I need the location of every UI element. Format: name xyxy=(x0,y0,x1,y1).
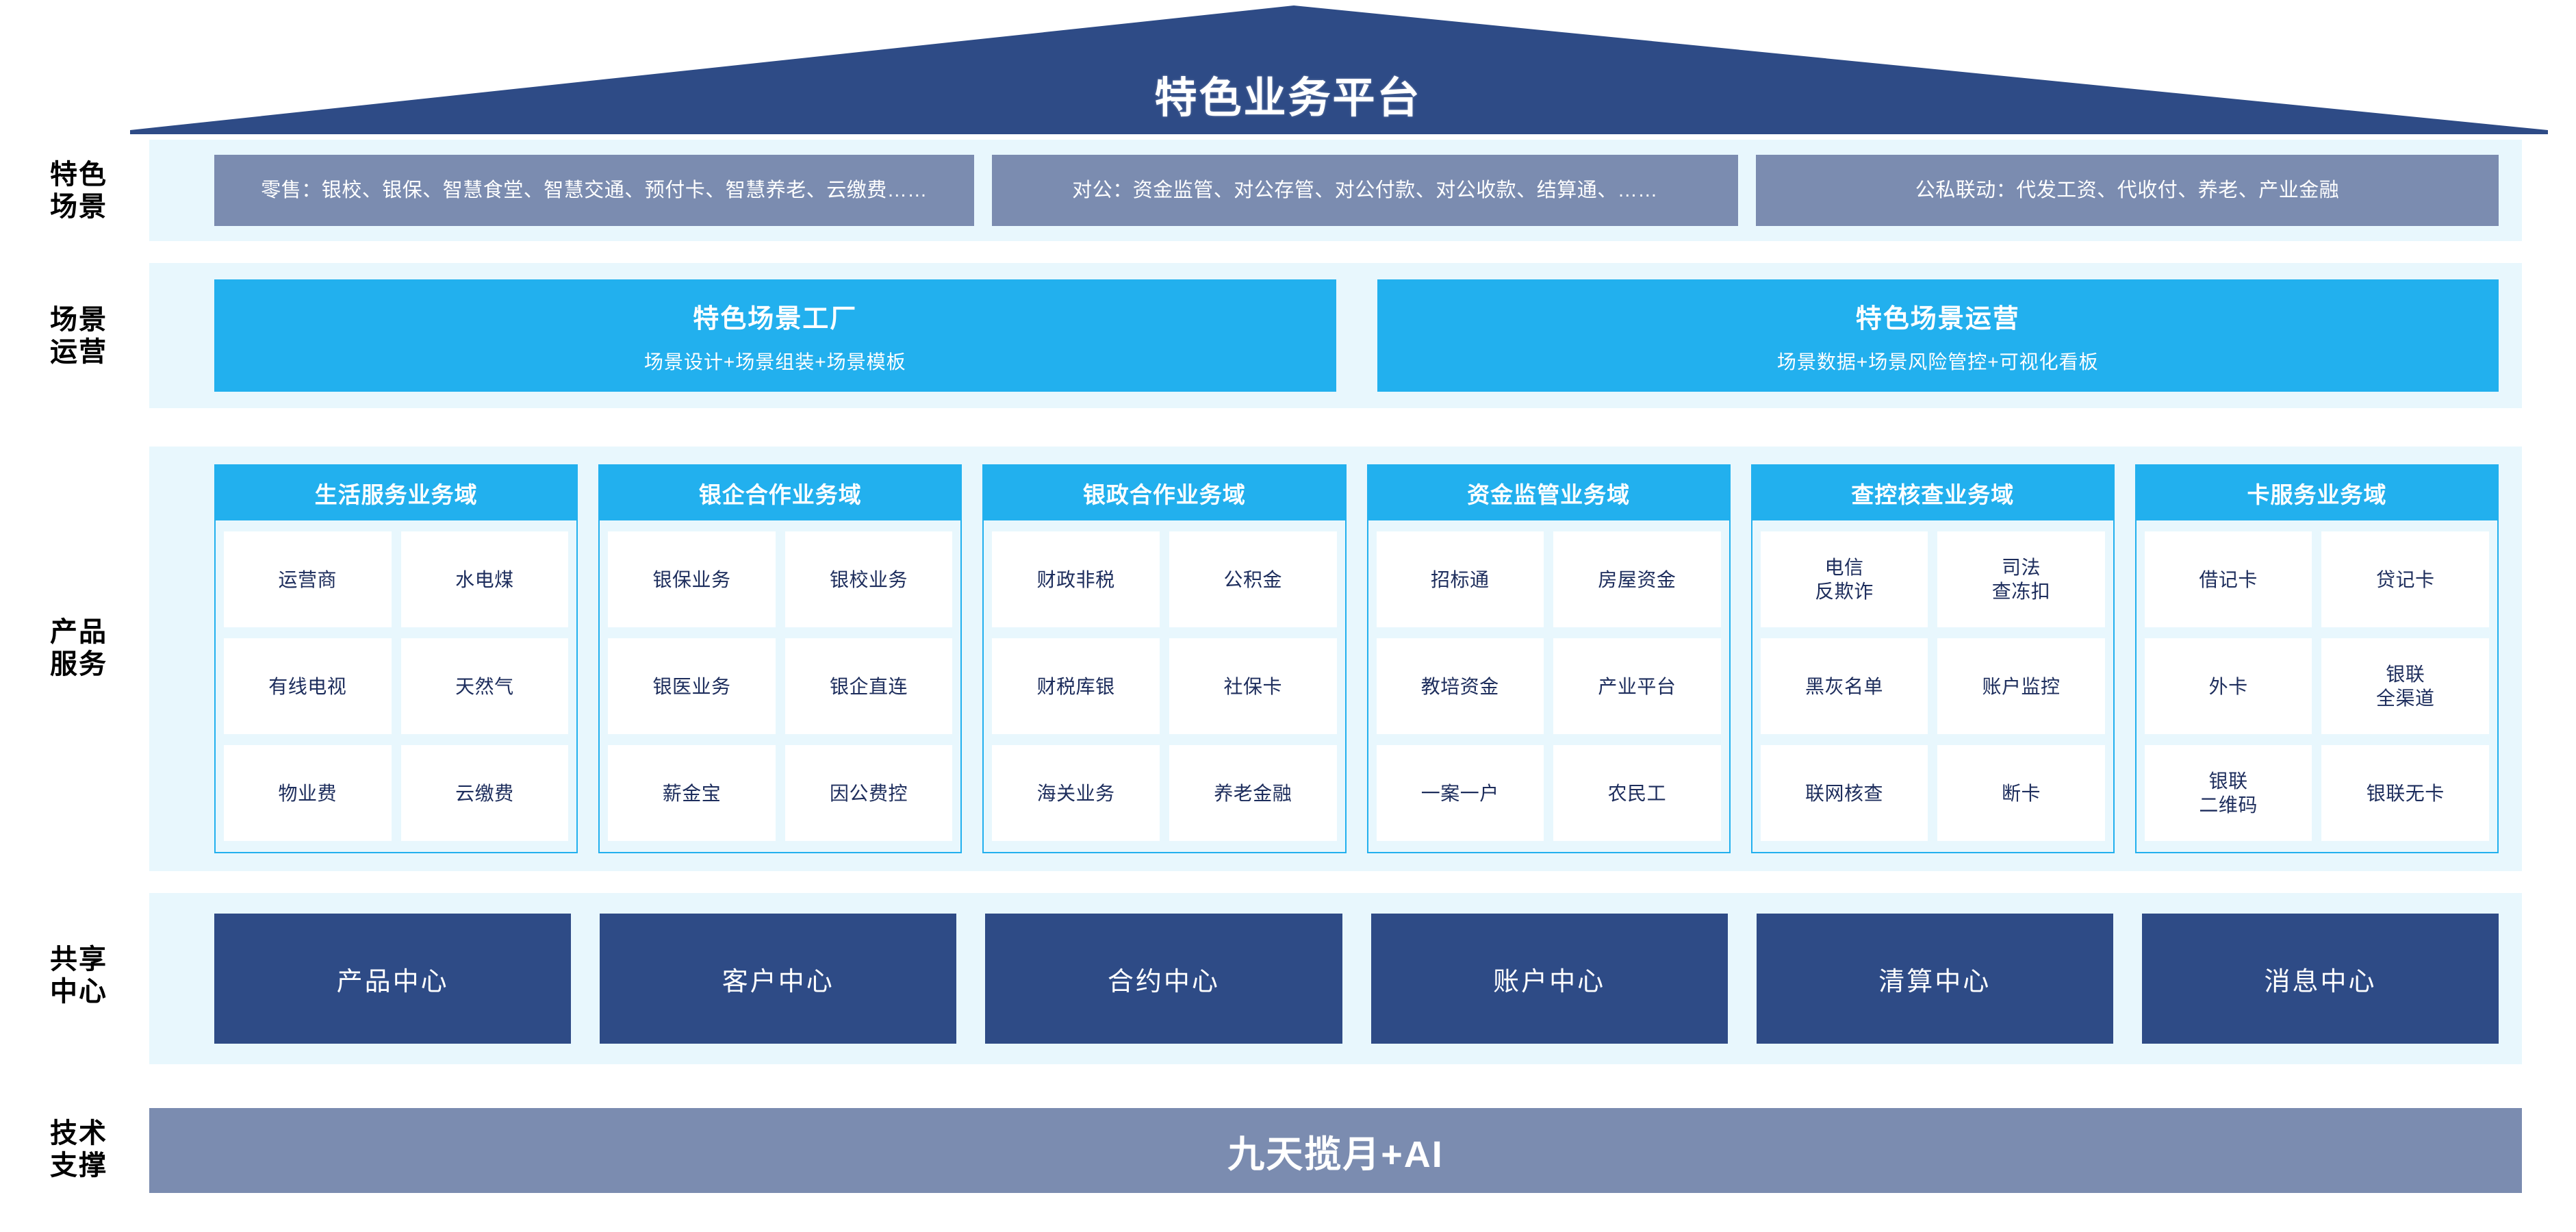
shared-center-contract[interactable]: 合约中心 xyxy=(985,914,1342,1044)
shared-center-account[interactable]: 账户中心 xyxy=(1370,914,1728,1044)
product-tile[interactable]: 财税库银 xyxy=(992,638,1160,734)
product-tile[interactable]: 有线电视 xyxy=(224,638,392,734)
products-strip: 生活服务业务域 运营商 水电煤 有线电视 天然气 物业费 云缴费 银企合作业务域… xyxy=(214,464,2499,853)
domain-title: 查控核查业务域 xyxy=(1752,466,2113,520)
domain-title: 生活服务业务域 xyxy=(216,466,577,520)
tech-support-title: 九天揽月+AI xyxy=(1227,1133,1444,1175)
row-label-shared-line1: 共享 xyxy=(50,944,107,975)
row-label-operations: 场景 运营 xyxy=(21,304,137,368)
scenes-strip: 零售：银校、银保、智慧食堂、智慧交通、预付卡、智慧养老、云缴费…… 对公：资金监… xyxy=(214,155,2499,226)
operation-title: 特色场景工厂 xyxy=(693,304,858,334)
row-label-operations-line1: 场景 xyxy=(50,305,107,335)
row-label-operations-line2: 运营 xyxy=(50,337,107,368)
row-label-shared: 共享 中心 xyxy=(21,944,137,1008)
product-tile[interactable]: 海关业务 xyxy=(992,745,1160,841)
row-label-scenes-line1: 特色 xyxy=(50,160,107,190)
product-tile[interactable]: 教培资金 xyxy=(1376,638,1544,734)
shared-center-message[interactable]: 消息中心 xyxy=(2141,914,2499,1044)
shared-centers-panel: 产品中心 客户中心 合约中心 账户中心 清算中心 消息中心 xyxy=(149,893,2522,1064)
domain-tile-grid: 借记卡 贷记卡 外卡 银联全渠道 银联二维码 银联无卡 xyxy=(2136,520,2498,852)
shared-centers-strip: 产品中心 客户中心 合约中心 账户中心 清算中心 消息中心 xyxy=(214,914,2499,1044)
product-tile[interactable]: 银校业务 xyxy=(785,531,953,627)
product-tile[interactable]: 公积金 xyxy=(1169,531,1337,627)
product-tile[interactable]: 联网核查 xyxy=(1760,745,1928,841)
row-label-scenes-line2: 场景 xyxy=(50,192,107,223)
domain-card-bank-government[interactable]: 银政合作业务域 财政非税 公积金 财税库银 社保卡 海关业务 养老金融 xyxy=(982,464,1347,853)
row-label-tech-line1: 技术 xyxy=(50,1118,107,1148)
domain-tile-grid: 运营商 水电煤 有线电视 天然气 物业费 云缴费 xyxy=(216,520,577,852)
row-label-products-line2: 服务 xyxy=(50,649,107,680)
operations-strip: 特色场景工厂 场景设计+场景组装+场景模板 特色场景运营 场景数据+场景风险管控… xyxy=(214,279,2499,392)
row-label-products: 产品 服务 xyxy=(21,616,137,681)
product-tile[interactable]: 社保卡 xyxy=(1169,638,1337,734)
product-tile[interactable]: 天然气 xyxy=(400,638,569,734)
product-tile[interactable]: 一案一户 xyxy=(1376,745,1544,841)
domain-title: 银企合作业务域 xyxy=(600,466,961,520)
row-label-tech: 技术 支撑 xyxy=(21,1118,137,1182)
operation-subtitle: 场景数据+场景风险管控+可视化看板 xyxy=(1776,351,2099,373)
domain-card-life-service[interactable]: 生活服务业务域 运营商 水电煤 有线电视 天然气 物业费 云缴费 xyxy=(214,464,578,853)
shared-center-customer[interactable]: 客户中心 xyxy=(600,914,957,1044)
domain-card-bank-enterprise[interactable]: 银企合作业务域 银保业务 银校业务 银医业务 银企直连 薪金宝 因公费控 xyxy=(598,464,962,853)
domain-card-fund-supervision[interactable]: 资金监管业务域 招标通 房屋资金 教培资金 产业平台 一案一户 农民工 xyxy=(1366,464,1731,853)
banner-chevron-shape xyxy=(130,5,2548,134)
product-tile[interactable]: 外卡 xyxy=(2144,638,2312,734)
row-label-scenes: 特色 场景 xyxy=(21,159,137,223)
product-tile[interactable]: 借记卡 xyxy=(2144,531,2312,627)
product-tile[interactable]: 薪金宝 xyxy=(608,745,776,841)
scene-box-retail[interactable]: 零售：银校、银保、智慧食堂、智慧交通、预付卡、智慧养老、云缴费…… xyxy=(214,155,974,226)
shared-center-product[interactable]: 产品中心 xyxy=(214,914,572,1044)
row-label-products-line1: 产品 xyxy=(50,617,107,647)
product-tile[interactable]: 招标通 xyxy=(1376,531,1544,627)
scene-box-public-private[interactable]: 公私联动：代发工资、代收付、养老、产业金融 xyxy=(1756,155,2499,226)
product-tile[interactable]: 养老金融 xyxy=(1169,745,1337,841)
product-tile[interactable]: 财政非税 xyxy=(992,531,1160,627)
product-tile[interactable]: 运营商 xyxy=(224,531,392,627)
product-tile[interactable]: 银联无卡 xyxy=(2321,745,2490,841)
shared-center-settlement[interactable]: 清算中心 xyxy=(1756,914,2113,1044)
operation-box-scene-factory[interactable]: 特色场景工厂 场景设计+场景组装+场景模板 xyxy=(214,279,1336,392)
domain-card-card-service[interactable]: 卡服务业务域 借记卡 贷记卡 外卡 银联全渠道 银联二维码 银联无卡 xyxy=(2134,464,2499,853)
platform-banner: 特色业务平台 xyxy=(0,0,2576,134)
operation-subtitle: 场景设计+场景组装+场景模板 xyxy=(643,351,906,373)
operations-panel: 特色场景工厂 场景设计+场景组装+场景模板 特色场景运营 场景数据+场景风险管控… xyxy=(149,263,2522,408)
product-tile[interactable]: 司法查冻扣 xyxy=(1937,531,2105,627)
product-tile[interactable]: 因公费控 xyxy=(785,745,953,841)
row-label-shared-line2: 中心 xyxy=(50,977,107,1007)
product-tile[interactable]: 云缴费 xyxy=(400,745,569,841)
product-tile[interactable]: 银企直连 xyxy=(785,638,953,734)
operation-title: 特色场景运营 xyxy=(1855,304,2020,334)
product-tile[interactable]: 产业平台 xyxy=(1553,638,1721,734)
domain-tile-grid: 财政非税 公积金 财税库银 社保卡 海关业务 养老金融 xyxy=(984,520,1345,852)
domain-tile-grid: 银保业务 银校业务 银医业务 银企直连 薪金宝 因公费控 xyxy=(600,520,961,852)
domain-tile-grid: 招标通 房屋资金 教培资金 产业平台 一案一户 农民工 xyxy=(1368,520,1729,852)
tech-support-bar[interactable]: 九天揽月+AI xyxy=(149,1108,2522,1193)
product-tile[interactable]: 水电煤 xyxy=(400,531,569,627)
product-tile[interactable]: 黑灰名单 xyxy=(1760,638,1928,734)
row-label-tech-line2: 支撑 xyxy=(50,1151,107,1181)
product-tile[interactable]: 银联全渠道 xyxy=(2321,638,2490,734)
product-tile[interactable]: 电信反欺诈 xyxy=(1760,531,1928,627)
operation-box-scene-operation[interactable]: 特色场景运营 场景数据+场景风险管控+可视化看板 xyxy=(1377,279,2499,392)
product-tile[interactable]: 银医业务 xyxy=(608,638,776,734)
product-tile[interactable]: 断卡 xyxy=(1937,745,2105,841)
product-tile[interactable]: 物业费 xyxy=(224,745,392,841)
product-tile[interactable]: 银联二维码 xyxy=(2144,745,2312,841)
domain-card-investigation-control[interactable]: 查控核查业务域 电信反欺诈 司法查冻扣 黑灰名单 账户监控 联网核查 断卡 xyxy=(1750,464,2115,853)
product-tile[interactable]: 房屋资金 xyxy=(1553,531,1721,627)
domain-title: 银政合作业务域 xyxy=(984,466,1345,520)
domain-title: 卡服务业务域 xyxy=(2136,466,2498,520)
domain-title: 资金监管业务域 xyxy=(1368,466,1729,520)
product-tile[interactable]: 账户监控 xyxy=(1937,638,2105,734)
page-title: 特色业务平台 xyxy=(1154,75,1422,122)
product-tile[interactable]: 银保业务 xyxy=(608,531,776,627)
scenes-panel: 零售：银校、银保、智慧食堂、智慧交通、预付卡、智慧养老、云缴费…… 对公：资金监… xyxy=(149,140,2522,241)
product-tile[interactable]: 贷记卡 xyxy=(2321,531,2490,627)
domain-tile-grid: 电信反欺诈 司法查冻扣 黑灰名单 账户监控 联网核查 断卡 xyxy=(1752,520,2113,852)
products-panel: 生活服务业务域 运营商 水电煤 有线电视 天然气 物业费 云缴费 银企合作业务域… xyxy=(149,447,2522,871)
product-tile[interactable]: 农民工 xyxy=(1553,745,1721,841)
scene-box-corporate[interactable]: 对公：资金监管、对公存管、对公付款、对公收款、结算通、…… xyxy=(992,155,1738,226)
